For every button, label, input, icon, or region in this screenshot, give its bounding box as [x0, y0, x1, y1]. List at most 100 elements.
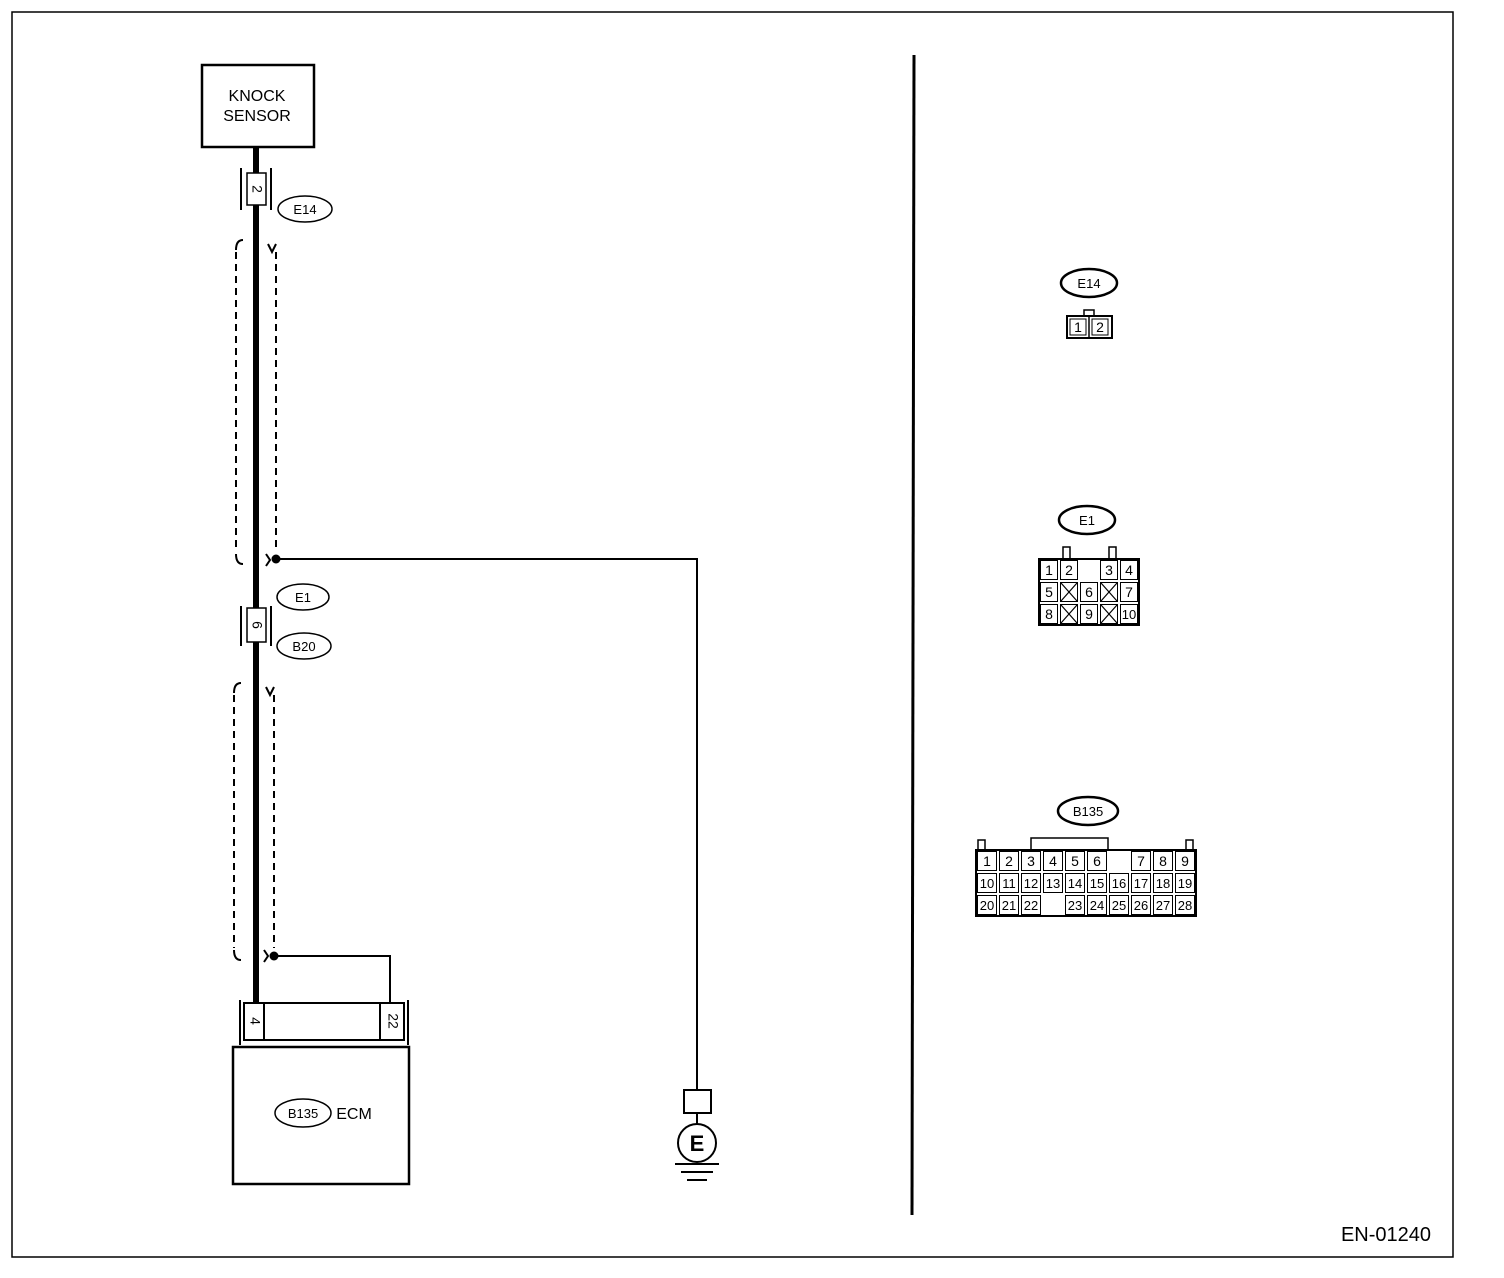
connector-e1-pin: 6: [249, 621, 265, 629]
connector-view-e14-label: E14: [1077, 276, 1100, 291]
b135-pin-label: 5: [1071, 853, 1079, 869]
e1-pin-label: 1: [1045, 562, 1053, 578]
b135-pin-label: 22: [1024, 898, 1038, 913]
b135-cell: [1131, 873, 1151, 893]
shield-lower: [233, 682, 275, 963]
connector-view-e14: E14 1 2: [1059, 267, 1119, 339]
e1-cell: [1060, 604, 1078, 624]
e1-cell: [1120, 560, 1138, 580]
connector-e1-tag-label: E1: [295, 590, 311, 605]
connector-e14-pin: 2: [249, 185, 265, 193]
b135-cell: [1175, 895, 1195, 915]
b135-cell: [1021, 851, 1041, 871]
b135-pin-label: 20: [980, 898, 994, 913]
b135-pin-label: 13: [1046, 876, 1060, 891]
connector-view-e1-label: E1: [1079, 513, 1095, 528]
e1-blank-pin-cross: [1060, 582, 1078, 602]
knock-sensor: KNOCK SENSOR: [200, 63, 316, 149]
e1-cell: [1120, 604, 1138, 624]
b135-pin-label: 16: [1112, 876, 1126, 891]
ecm-connector-tag: B135: [288, 1106, 318, 1121]
b135-pin-label: 26: [1134, 898, 1148, 913]
e1-pin-label: 8: [1045, 606, 1053, 622]
b135-cell: [1087, 851, 1107, 871]
e1-cell: [1040, 582, 1058, 602]
b135-pin-label: 24: [1090, 898, 1104, 913]
b135-pin-label: 18: [1156, 876, 1170, 891]
e1-frame: [1038, 558, 1140, 626]
knock-sensor-label-line2: SENSOR: [223, 108, 291, 125]
e1-cell: [1080, 582, 1098, 602]
e1-cell: [1040, 604, 1058, 624]
b135-cell: [1087, 895, 1107, 915]
connector-b20-tag-label: B20: [292, 639, 315, 654]
b135-cell: [1175, 873, 1195, 893]
b135-cell: [977, 851, 997, 871]
e1-pin-label: 9: [1085, 606, 1093, 622]
b135-pin-label: 8: [1159, 853, 1167, 869]
b135-pin-label: 9: [1181, 853, 1189, 869]
b135-pin-label: 12: [1024, 876, 1038, 891]
b135-pin-label: 7: [1137, 853, 1145, 869]
b135-pin-label: 10: [980, 876, 994, 891]
b135-pin-label: 19: [1178, 876, 1192, 891]
b135-pin-label: 25: [1112, 898, 1126, 913]
b135-pin-label: 1: [983, 853, 991, 869]
b135-pin-label: 23: [1068, 898, 1082, 913]
shield-drain-wire: [274, 955, 391, 1003]
b135-cell: [999, 873, 1019, 893]
figure-id: EN-01240: [1341, 1224, 1431, 1246]
b135-pin-label: 3: [1027, 853, 1035, 869]
e1-pin-label: 5: [1045, 584, 1053, 600]
b135-cell: [1043, 873, 1063, 893]
e1-pin-label: 7: [1125, 584, 1133, 600]
ground-label: E: [690, 1131, 705, 1156]
shield-upper: [235, 239, 277, 567]
b135-cell: [1153, 873, 1173, 893]
connector-e1-inline: 6: [240, 606, 272, 646]
b135-cell: [1021, 895, 1041, 915]
b135-cell: [977, 873, 997, 893]
b135-pin-label: 21: [1002, 898, 1016, 913]
e1-blank-pin-cross: [1100, 604, 1118, 624]
b135-cell: [1131, 895, 1151, 915]
b135-cell: [999, 895, 1019, 915]
ecm-pin-22: 22: [385, 1013, 401, 1029]
ecm-unit: 4 22 B135 ECM: [231, 1000, 411, 1186]
e1-pin-label: 10: [1122, 607, 1136, 622]
b135-cell: [1087, 873, 1107, 893]
e1-cell: [1100, 560, 1118, 580]
e1-cell: [1060, 560, 1078, 580]
b135-pin-label: 14: [1068, 876, 1082, 891]
b135-cell: [1109, 873, 1129, 893]
e1-pin-label: 4: [1125, 562, 1133, 578]
b135-cell: [1043, 851, 1063, 871]
b135-pin-label: 17: [1134, 876, 1148, 891]
ecm-pin-4: 4: [247, 1017, 263, 1025]
b135-cell: [999, 851, 1019, 871]
connector-view-e14-pin-1: 1: [1074, 319, 1082, 335]
e1-cell: [1120, 582, 1138, 602]
e1-pin-label: 3: [1105, 562, 1113, 578]
b135-pin-label: 27: [1156, 898, 1170, 913]
b135-cell: [1153, 851, 1173, 871]
b135-cell: [1065, 873, 1085, 893]
b135-pin-label: 11: [1002, 876, 1016, 891]
e1-blank-pin-cross: [1060, 604, 1078, 624]
e1-cell: [1100, 582, 1118, 602]
e1-cell: [1080, 604, 1098, 624]
ecm-label: ECM: [336, 1106, 372, 1123]
connector-view-b135-label: B135: [1073, 804, 1103, 819]
e1-pin-label: 6: [1085, 584, 1093, 600]
connector-e14-tag-label: E14: [293, 202, 316, 217]
b135-frame: [975, 849, 1197, 917]
b135-pin-label: 4: [1049, 853, 1057, 869]
e1-cell: [1100, 604, 1118, 624]
b135-pin-label: 15: [1090, 876, 1104, 891]
connector-b20-tag: B20: [276, 632, 332, 660]
e1-cell: [1040, 560, 1058, 580]
e1-cell: [1060, 582, 1078, 602]
